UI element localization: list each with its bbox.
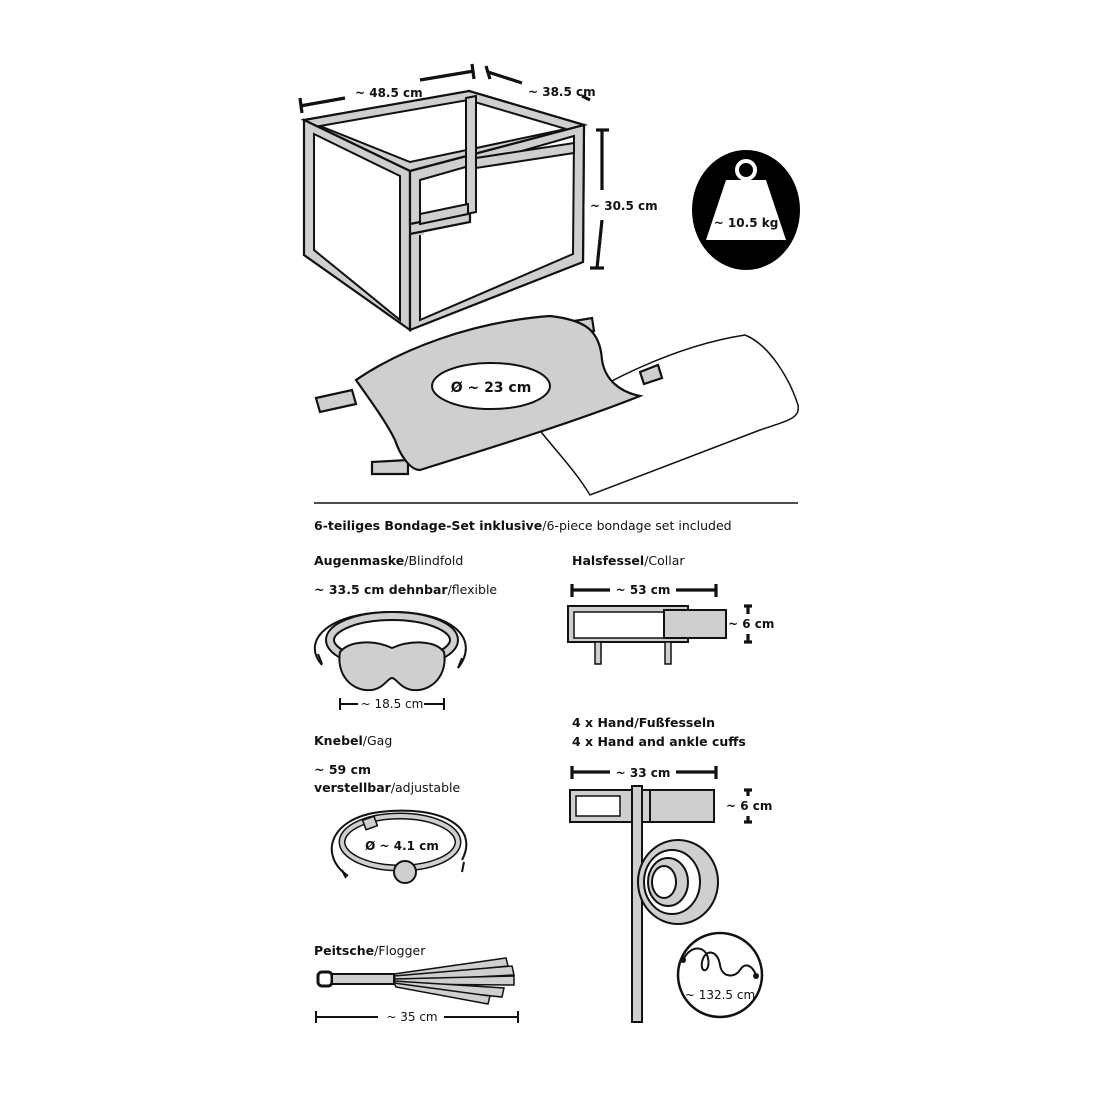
collar-height-label: ~ 6 cm [728,617,774,631]
board-hole-label: Ø ~ 23 cm [451,380,532,396]
gag-length: ~ 59 cm [314,762,371,777]
cuffs-title-en: 4 x Hand and ankle cuffs [572,734,746,749]
blindfold-size: ~ 33.5 cm dehnbar/flexible [314,582,497,597]
collar-illustration [567,605,727,665]
gag-ball-label: Ø ~ 4.1 cm [365,839,439,853]
cuffs-length-label: ~ 33 cm [616,766,671,780]
cage-depth-label: ~ 38.5 cm [528,85,596,99]
collar-length-dimension: ~ 53 cm [570,583,718,597]
cage-width-label: ~ 48.5 cm [355,86,423,100]
flogger-length-label: ~ 35 cm [386,1010,437,1024]
gag-title: Knebel/Gag [314,733,392,748]
cord-length-label: ~ 132.5 cm [685,988,755,1002]
blindfold-illustration [313,610,467,692]
flogger-title: Peitsche/Flogger [314,943,426,958]
blindfold-width-label: ~ 18.5 cm [361,697,424,711]
blindfold-width-dimension: ~ 18.5 cm [339,697,445,711]
cage-frame [300,89,589,333]
cage-height-dimension: ~ 30.5 cm [590,128,658,270]
cuffs-height-label: ~ 6 cm [726,799,772,813]
gag-adjust: verstellbar/adjustable [314,780,460,795]
collar-height-dimension: ~ 6 cm [728,604,774,644]
cage-width-dimension: ~ 48.5 cm [298,63,476,114]
gag-illustration: Ø ~ 4.1 cm [330,809,468,884]
collar-length-label: ~ 53 cm [616,583,671,597]
collar-title: Halsfessel/Collar [572,553,685,568]
cuff-illustration [569,785,719,1023]
cage-height-label: ~ 30.5 cm [590,199,658,213]
cushion [536,334,799,496]
weight-icon: ~ 10.5 kg [692,150,800,270]
cage-depth-dimension: ~ 38.5 cm [484,65,596,102]
board: Ø ~ 23 cm [314,314,664,476]
flogger-length-dimension: ~ 35 cm [315,1010,519,1024]
weight-label: ~ 10.5 kg [714,216,779,230]
blindfold-title: Augenmaske/Blindfold [314,553,463,568]
cuffs-title-de: 4 x Hand/Fußfesseln [572,715,715,730]
set-title: 6-teiliges Bondage-Set inklusive/6-piece… [314,518,732,533]
cuffs-length-dimension: ~ 33 cm [570,766,718,780]
cord-detail: ~ 132.5 cm [676,931,764,1019]
cuffs-height-dimension: ~ 6 cm [726,788,772,824]
flogger-illustration [316,957,515,1005]
